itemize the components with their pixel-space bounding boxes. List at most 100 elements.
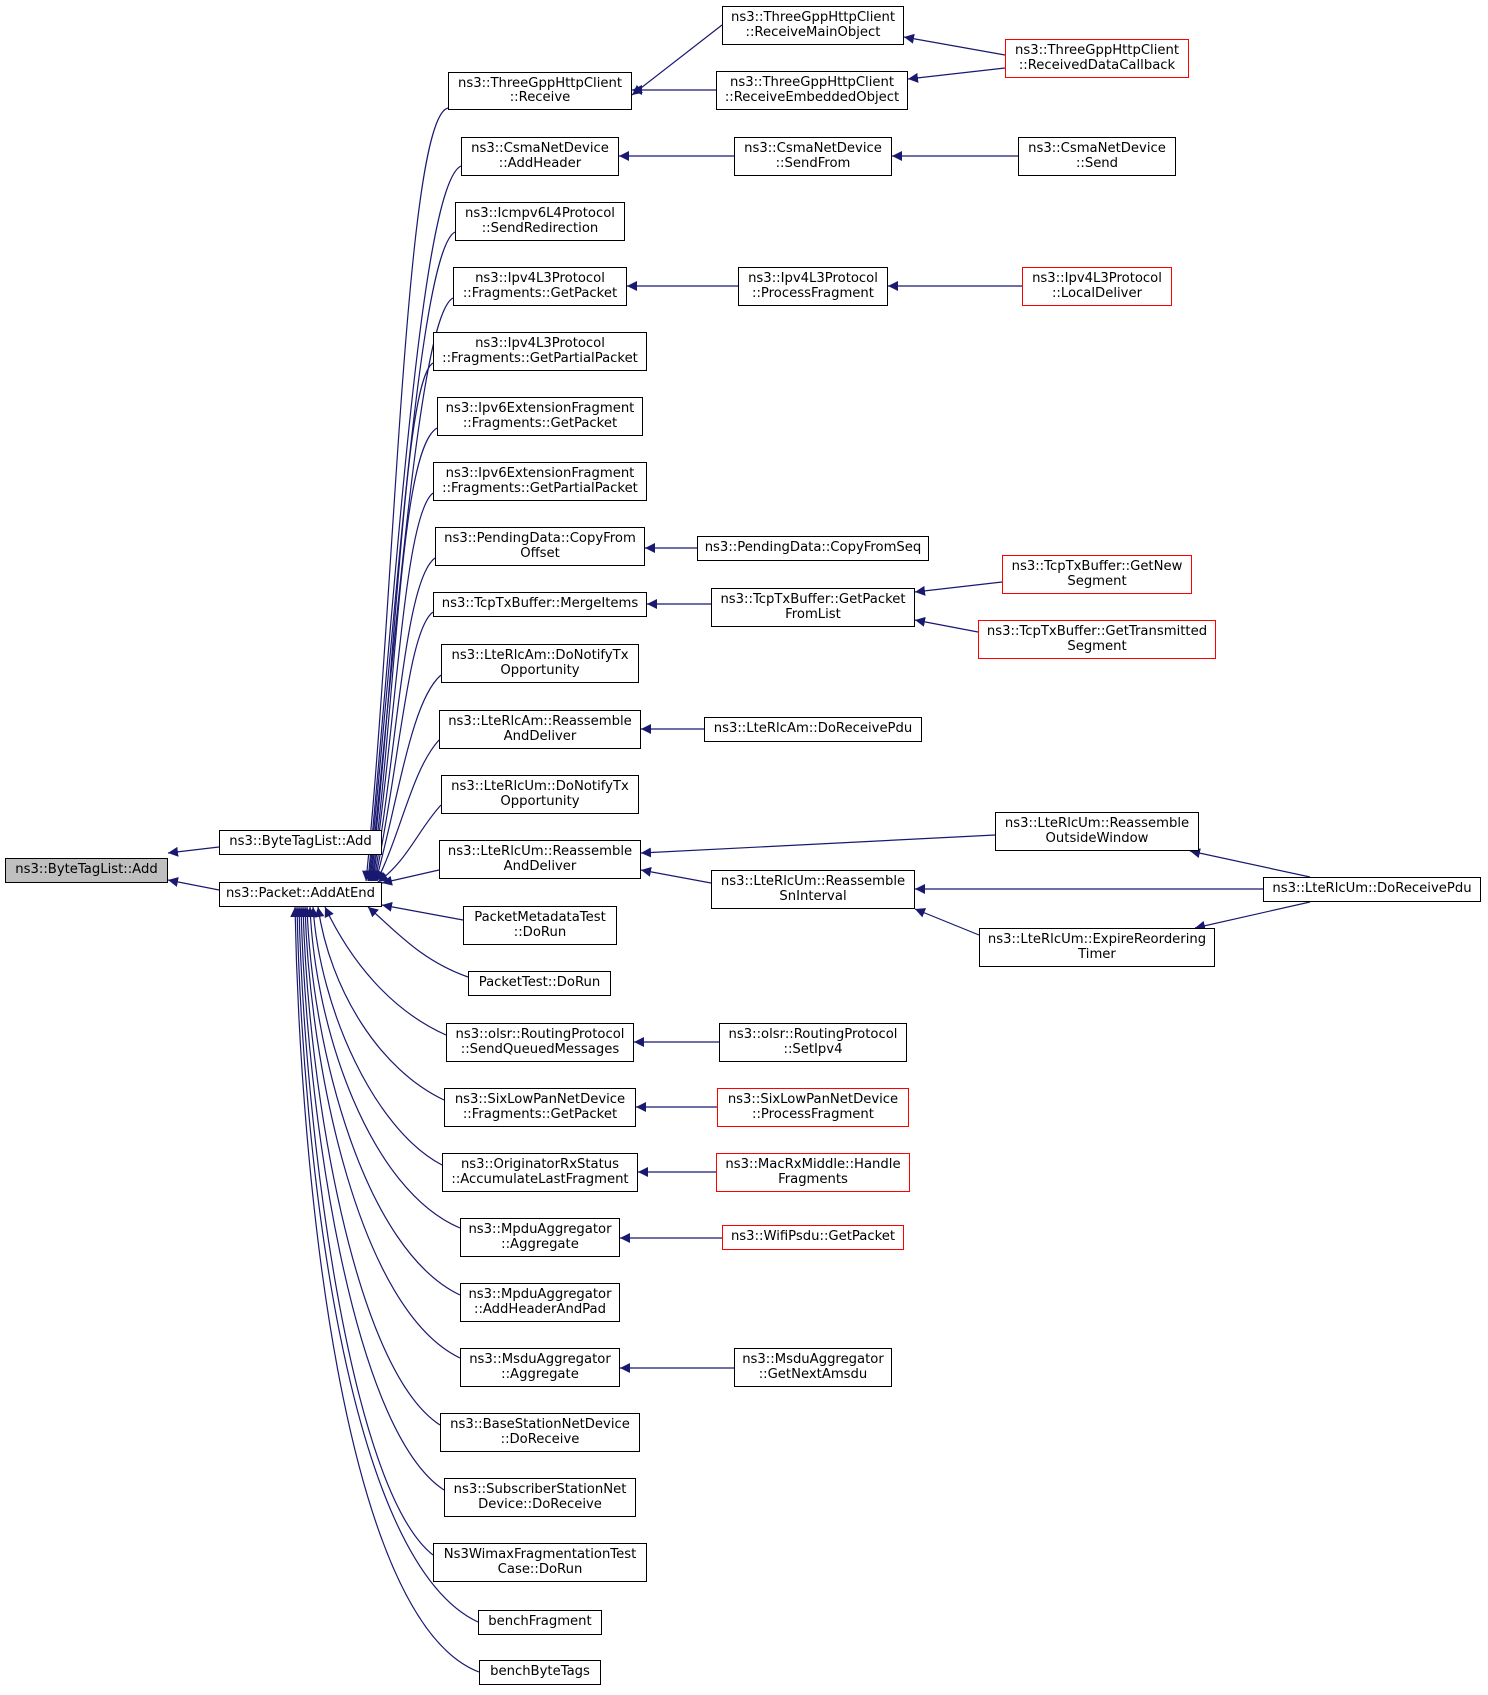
node-wimax[interactable]: Ns3WimaxFragmentationTest Case::DoRun xyxy=(433,1543,647,1582)
node-icmpv6[interactable]: ns3::Icmpv6L4Protocol ::SendRedirection xyxy=(455,202,625,241)
node-six-procfrag[interactable]: ns3::SixLowPanNetDevice ::ProcessFragmen… xyxy=(717,1088,909,1127)
node-tgh-receive[interactable]: ns3::ThreeGppHttpClient ::Receive xyxy=(448,72,632,110)
node-am-notify[interactable]: ns3::LteRlcAm::DoNotifyTx Opportunity xyxy=(441,644,639,683)
node-label: SnInterval xyxy=(779,888,847,904)
node-ss-rx[interactable]: ns3::SubscriberStationNet Device::DoRece… xyxy=(444,1478,636,1517)
node-label: ns3::Ipv6ExtensionFragment xyxy=(445,466,635,481)
node-mpdu-addhdr[interactable]: ns3::MpduAggregator ::AddHeaderAndPad xyxy=(460,1283,620,1322)
edge-msdu-agg xyxy=(300,906,461,1359)
node-six-getpacket[interactable]: ns3::SixLowPanNetDevice ::Fragments::Get… xyxy=(444,1088,636,1127)
edge-am-notify xyxy=(373,674,442,882)
node-mpdu-agg[interactable]: ns3::MpduAggregator ::Aggregate xyxy=(460,1218,620,1257)
node-pmt[interactable]: PacketMetadataTest ::DoRun xyxy=(463,906,617,945)
edge-um-rxpdu-outside xyxy=(1189,848,1311,878)
node-label: Opportunity xyxy=(500,793,580,809)
node-csma-addheader[interactable]: ns3::CsmaNetDevice ::AddHeader xyxy=(461,137,619,176)
edge-um-sn xyxy=(640,866,712,884)
node-label: ns3::LteRlcUm::DoNotifyTx xyxy=(451,779,629,794)
edge-bs-rx xyxy=(298,906,441,1426)
node-label: ns3::ThreeGppHttpClient xyxy=(1014,43,1180,58)
node-label: ::Aggregate xyxy=(501,1236,579,1252)
node-label: FromList xyxy=(785,606,841,622)
node-macrx[interactable]: ns3::MacRxMiddle::Handle Fragments xyxy=(716,1153,910,1192)
node-label: ns3::CsmaNetDevice xyxy=(1028,141,1166,156)
node-addatend[interactable]: ns3::Packet::AddAtEnd xyxy=(219,882,382,907)
node-label: ns3::TcpTxBuffer::GetNew xyxy=(1011,559,1183,574)
node-label: ns3::Ipv4L3Protocol xyxy=(475,271,605,286)
node-label: ns3::SubscriberStationNet xyxy=(453,1482,627,1497)
node-label: ::LocalDeliver xyxy=(1051,285,1142,301)
node-pending-seq[interactable]: ns3::PendingData::CopyFromSeq xyxy=(697,536,929,561)
edge-orig-accum xyxy=(308,906,443,1166)
node-label: ns3::LteRlcAm::DoReceivePdu xyxy=(713,721,913,737)
node-um-reasm[interactable]: ns3::LteRlcUm::Reassemble AndDeliver xyxy=(439,840,641,879)
node-label: ns3::LteRlcUm::DoReceivePdu xyxy=(1272,881,1472,897)
edge-ipv6-getpacket xyxy=(368,427,438,882)
node-label: Fragments xyxy=(778,1171,848,1187)
edge-addatend-to-root xyxy=(167,877,220,891)
node-wifipsdu[interactable]: ns3::WifiPsdu::GetPacket xyxy=(722,1225,904,1250)
node-ptest[interactable]: PacketTest::DoRun xyxy=(468,971,611,996)
node-ipv4-local[interactable]: ns3::Ipv4L3Protocol ::LocalDeliver xyxy=(1022,267,1172,306)
node-bs-rx[interactable]: ns3::BaseStationNetDevice ::DoReceive xyxy=(440,1413,640,1452)
node-label: OutsideWindow xyxy=(1045,830,1149,846)
node-ipv6-getpacket[interactable]: ns3::Ipv6ExtensionFragment ::Fragments::… xyxy=(437,397,643,436)
node-label: ns3::SixLowPanNetDevice xyxy=(454,1092,626,1107)
node-tgh-main[interactable]: ns3::ThreeGppHttpClient ::ReceiveMainObj… xyxy=(722,6,904,45)
node-tcp-merge[interactable]: ns3::TcpTxBuffer::MergeItems xyxy=(433,592,647,617)
node-ipv4-partial[interactable]: ns3::Ipv4L3Protocol ::Fragments::GetPart… xyxy=(433,332,647,371)
node-olsr-setipv4[interactable]: ns3::olsr::RoutingProtocol ::SetIpv4 xyxy=(719,1023,907,1062)
node-tcp-getpacket[interactable]: ns3::TcpTxBuffer::GetPacket FromList xyxy=(711,588,915,627)
node-label: Opportunity xyxy=(500,662,580,678)
edge-tgh-receive xyxy=(362,107,449,882)
edge-mpdu-agg xyxy=(305,906,461,1229)
node-ipv4-getpacket[interactable]: ns3::Ipv4L3Protocol ::Fragments::GetPack… xyxy=(453,267,627,306)
node-csma-send[interactable]: ns3::CsmaNetDevice ::Send xyxy=(1018,137,1176,176)
node-label: ::Fragments::GetPacket xyxy=(462,415,618,431)
node-label: ::ProcessFragment xyxy=(752,285,874,301)
node-am-rxpdu[interactable]: ns3::LteRlcAm::DoReceivePdu xyxy=(704,717,922,742)
node-tgh-emb[interactable]: ns3::ThreeGppHttpClient ::ReceiveEmbedde… xyxy=(716,71,908,110)
node-label: ns3::Ipv4L3Protocol xyxy=(748,271,878,286)
node-label: ns3::Ipv6ExtensionFragment xyxy=(445,401,635,416)
node-um-notify[interactable]: ns3::LteRlcUm::DoNotifyTx Opportunity xyxy=(441,775,639,814)
node-olsr-send[interactable]: ns3::olsr::RoutingProtocol ::SendQueuedM… xyxy=(446,1023,634,1062)
node-label: ns3::WifiPsdu::GetPacket xyxy=(730,1229,896,1245)
node-label: ns3::CsmaNetDevice xyxy=(471,141,609,156)
node-pending-copy[interactable]: ns3::PendingData::CopyFrom Offset xyxy=(435,527,645,566)
node-label: ns3::PendingData::CopyFromSeq xyxy=(704,540,922,556)
node-root[interactable]: ns3::ByteTagList::Add xyxy=(5,858,168,883)
node-benchbyte[interactable]: benchByteTags xyxy=(479,1660,601,1685)
node-btl-add[interactable]: ns3::ByteTagList::Add xyxy=(219,830,382,855)
node-label: ns3::OriginatorRxStatus xyxy=(460,1157,620,1172)
node-msdu-agg[interactable]: ns3::MsduAggregator ::Aggregate xyxy=(460,1348,620,1387)
node-label: ns3::Ipv4L3Protocol xyxy=(1032,271,1162,286)
edge-um-expire-sn xyxy=(914,908,980,936)
node-am-reasm[interactable]: ns3::LteRlcAm::Reassemble AndDeliver xyxy=(439,710,641,749)
node-um-sn[interactable]: ns3::LteRlcUm::Reassemble SnInterval xyxy=(711,870,915,909)
node-label: ::DoReceive xyxy=(500,1431,580,1447)
node-csma-sendfrom[interactable]: ns3::CsmaNetDevice ::SendFrom xyxy=(734,137,892,176)
edge-am-reasm xyxy=(376,739,440,882)
node-tgh-cb[interactable]: ns3::ThreeGppHttpClient ::ReceivedDataCa… xyxy=(1005,39,1189,78)
node-um-outside[interactable]: ns3::LteRlcUm::Reassemble OutsideWindow xyxy=(995,812,1199,851)
node-benchfrag[interactable]: benchFragment xyxy=(478,1610,602,1635)
node-orig-accum[interactable]: ns3::OriginatorRxStatus ::AccumulateLast… xyxy=(442,1153,638,1192)
node-msdu-next[interactable]: ns3::MsduAggregator ::GetNextAmsdu xyxy=(734,1348,892,1387)
node-label: ns3::LteRlcUm::ExpireReordering xyxy=(987,932,1207,947)
node-ipv6-partial[interactable]: ns3::Ipv6ExtensionFragment ::Fragments::… xyxy=(433,462,647,501)
node-ipv4-procfrag[interactable]: ns3::Ipv4L3Protocol ::ProcessFragment xyxy=(738,267,888,306)
edge-btl-to-root xyxy=(167,846,220,857)
node-label: ::AddHeader xyxy=(498,155,582,171)
node-label: ns3::ThreeGppHttpClient xyxy=(729,75,895,90)
edge-um-reasm xyxy=(381,869,440,886)
edge-benchbyte xyxy=(290,906,480,1673)
node-label: ::ReceiveEmbeddedObject xyxy=(724,89,900,105)
node-label: ns3::PendingData::CopyFrom xyxy=(444,531,636,546)
edge-benchfrag xyxy=(292,906,479,1623)
node-um-expire[interactable]: ns3::LteRlcUm::ExpireReordering Timer xyxy=(979,928,1215,967)
node-tcp-newseg[interactable]: ns3::TcpTxBuffer::GetNew Segment xyxy=(1002,555,1192,594)
node-um-rxpdu[interactable]: ns3::LteRlcUm::DoReceivePdu xyxy=(1263,877,1481,902)
node-label: ns3::Packet::AddAtEnd xyxy=(225,886,376,902)
node-tcp-transseg[interactable]: ns3::TcpTxBuffer::GetTransmitted Segment xyxy=(978,620,1216,659)
